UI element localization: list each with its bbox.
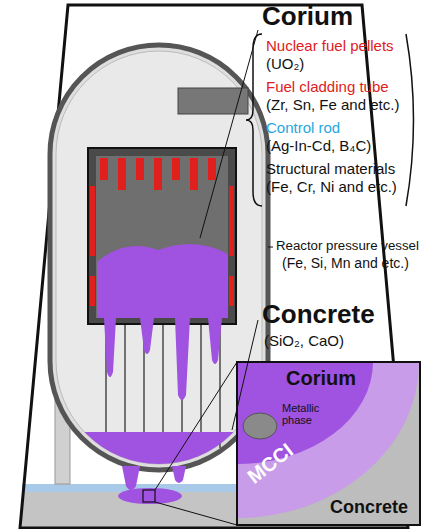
core-region <box>96 156 228 318</box>
composition: (Zr, Sn, Fe and etc.) <box>266 97 399 114</box>
leader-line <box>200 30 258 238</box>
corium-core <box>97 244 228 318</box>
inset-label: Concrete <box>330 498 408 518</box>
material-name: Structural materials <box>266 161 395 178</box>
corium-drip <box>172 466 186 483</box>
steam-separator <box>178 88 248 114</box>
corium-pool <box>56 432 262 464</box>
composition: (UO₂) <box>266 56 304 73</box>
pressure-vessel <box>50 45 268 470</box>
fuel-rod <box>229 276 234 306</box>
inset-frame <box>237 362 420 525</box>
guide-tube <box>162 324 163 448</box>
guide-tube <box>124 324 125 448</box>
guide-tubes <box>106 324 220 448</box>
inset-label: MCCI <box>243 439 297 488</box>
left-brace <box>246 34 262 206</box>
composition: (Fe, Si, Mn and etc.) <box>282 256 409 271</box>
leader-line <box>268 247 273 248</box>
corium-drips <box>104 318 222 400</box>
composition: (Fe, Cr, Ni and etc.) <box>266 179 397 196</box>
zoom-line <box>155 502 237 525</box>
fuel-rod <box>118 158 126 190</box>
fuel-rods <box>90 158 234 318</box>
inset-label: Metallic phase <box>282 402 332 426</box>
fuel-rod <box>172 158 180 180</box>
guide-tube <box>200 324 201 448</box>
composition: (Ag-In-Cd, B₄C) <box>266 138 371 155</box>
fuel-rod <box>90 276 95 306</box>
fuel-rod <box>208 158 216 180</box>
fuel-rod <box>229 186 234 256</box>
leader-line <box>232 320 258 430</box>
vessel-inner <box>56 51 262 464</box>
fuel-rod <box>136 158 144 180</box>
fuel-rod <box>190 158 198 190</box>
core-shroud <box>88 148 236 324</box>
material-name: Fuel cladding tube <box>266 79 389 96</box>
corium-drip <box>122 466 140 490</box>
composition: (SiO₂, CaO) <box>264 333 344 350</box>
material-name: Control rod <box>266 120 340 137</box>
inset-label: Corium <box>286 367 356 389</box>
corium-title: Corium <box>262 2 353 31</box>
material-name: Nuclear fuel pellets <box>266 38 394 55</box>
concrete-title: Concrete <box>262 300 375 329</box>
zoom-box <box>143 490 155 502</box>
inset-view <box>237 362 420 525</box>
fuel-rod <box>154 158 162 190</box>
right-bracket <box>406 34 414 206</box>
zoom-line <box>155 362 237 490</box>
fuel-rod <box>90 186 95 256</box>
part-name: Reactor pressure vessel <box>276 239 419 254</box>
fuel-rod <box>100 158 108 180</box>
corium-puddle <box>118 488 182 504</box>
